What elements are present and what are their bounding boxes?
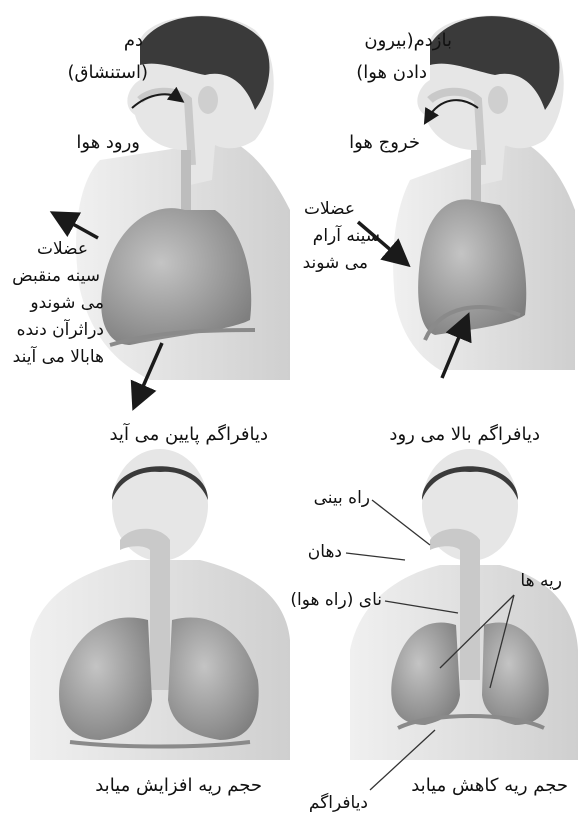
leader-nasal bbox=[372, 500, 430, 545]
label-mouth: دهان bbox=[308, 539, 342, 565]
lung bbox=[418, 199, 526, 335]
inhale-muscles-3: می شوندو bbox=[30, 290, 104, 316]
inhale-air-in: ورود هوا bbox=[76, 130, 140, 156]
inhale-title-paren: (استنشاق) bbox=[68, 60, 149, 86]
inhale-muscles-5: هابالا می آیند bbox=[13, 344, 104, 370]
label-lungs: ریه ها bbox=[520, 568, 562, 594]
exhale-muscles-2: سینه آرام bbox=[313, 223, 380, 249]
ear bbox=[488, 86, 508, 114]
inhale-muscles-1: عضلات bbox=[37, 236, 88, 262]
exhale-title2: دادن هوا) bbox=[356, 60, 427, 86]
inhale-muscles-2: سینه منقبض bbox=[12, 263, 100, 289]
inhale-diaphragm: دیافراگم پایین می آید bbox=[109, 422, 268, 448]
ear bbox=[198, 86, 218, 114]
inhale-volume: حجم ریه افزایش میابد bbox=[95, 773, 262, 799]
label-diaphragm: دیافراگم bbox=[309, 790, 368, 816]
label-nasal: راه بینی bbox=[314, 485, 370, 511]
leader-mouth bbox=[346, 553, 405, 560]
panel-inhale-front bbox=[30, 449, 290, 760]
exhale-title: بازدم(بیرون bbox=[364, 28, 452, 54]
exhale-muscles-1: عضلات bbox=[304, 196, 355, 222]
exhale-diaphragm: دیافراگم بالا می رود bbox=[389, 422, 540, 448]
inhale-title: دم bbox=[124, 28, 143, 54]
inhale-muscles-4: دراثرآن دنده bbox=[17, 317, 104, 343]
exhale-muscles-3: می شوند bbox=[303, 250, 368, 276]
exhale-volume: حجم ریه کاهش میابد bbox=[411, 773, 568, 799]
label-trachea: نای (راه هوا) bbox=[290, 587, 382, 613]
exhale-air-out: خروج هوا bbox=[349, 130, 420, 156]
panel-exhale-front bbox=[346, 449, 578, 790]
